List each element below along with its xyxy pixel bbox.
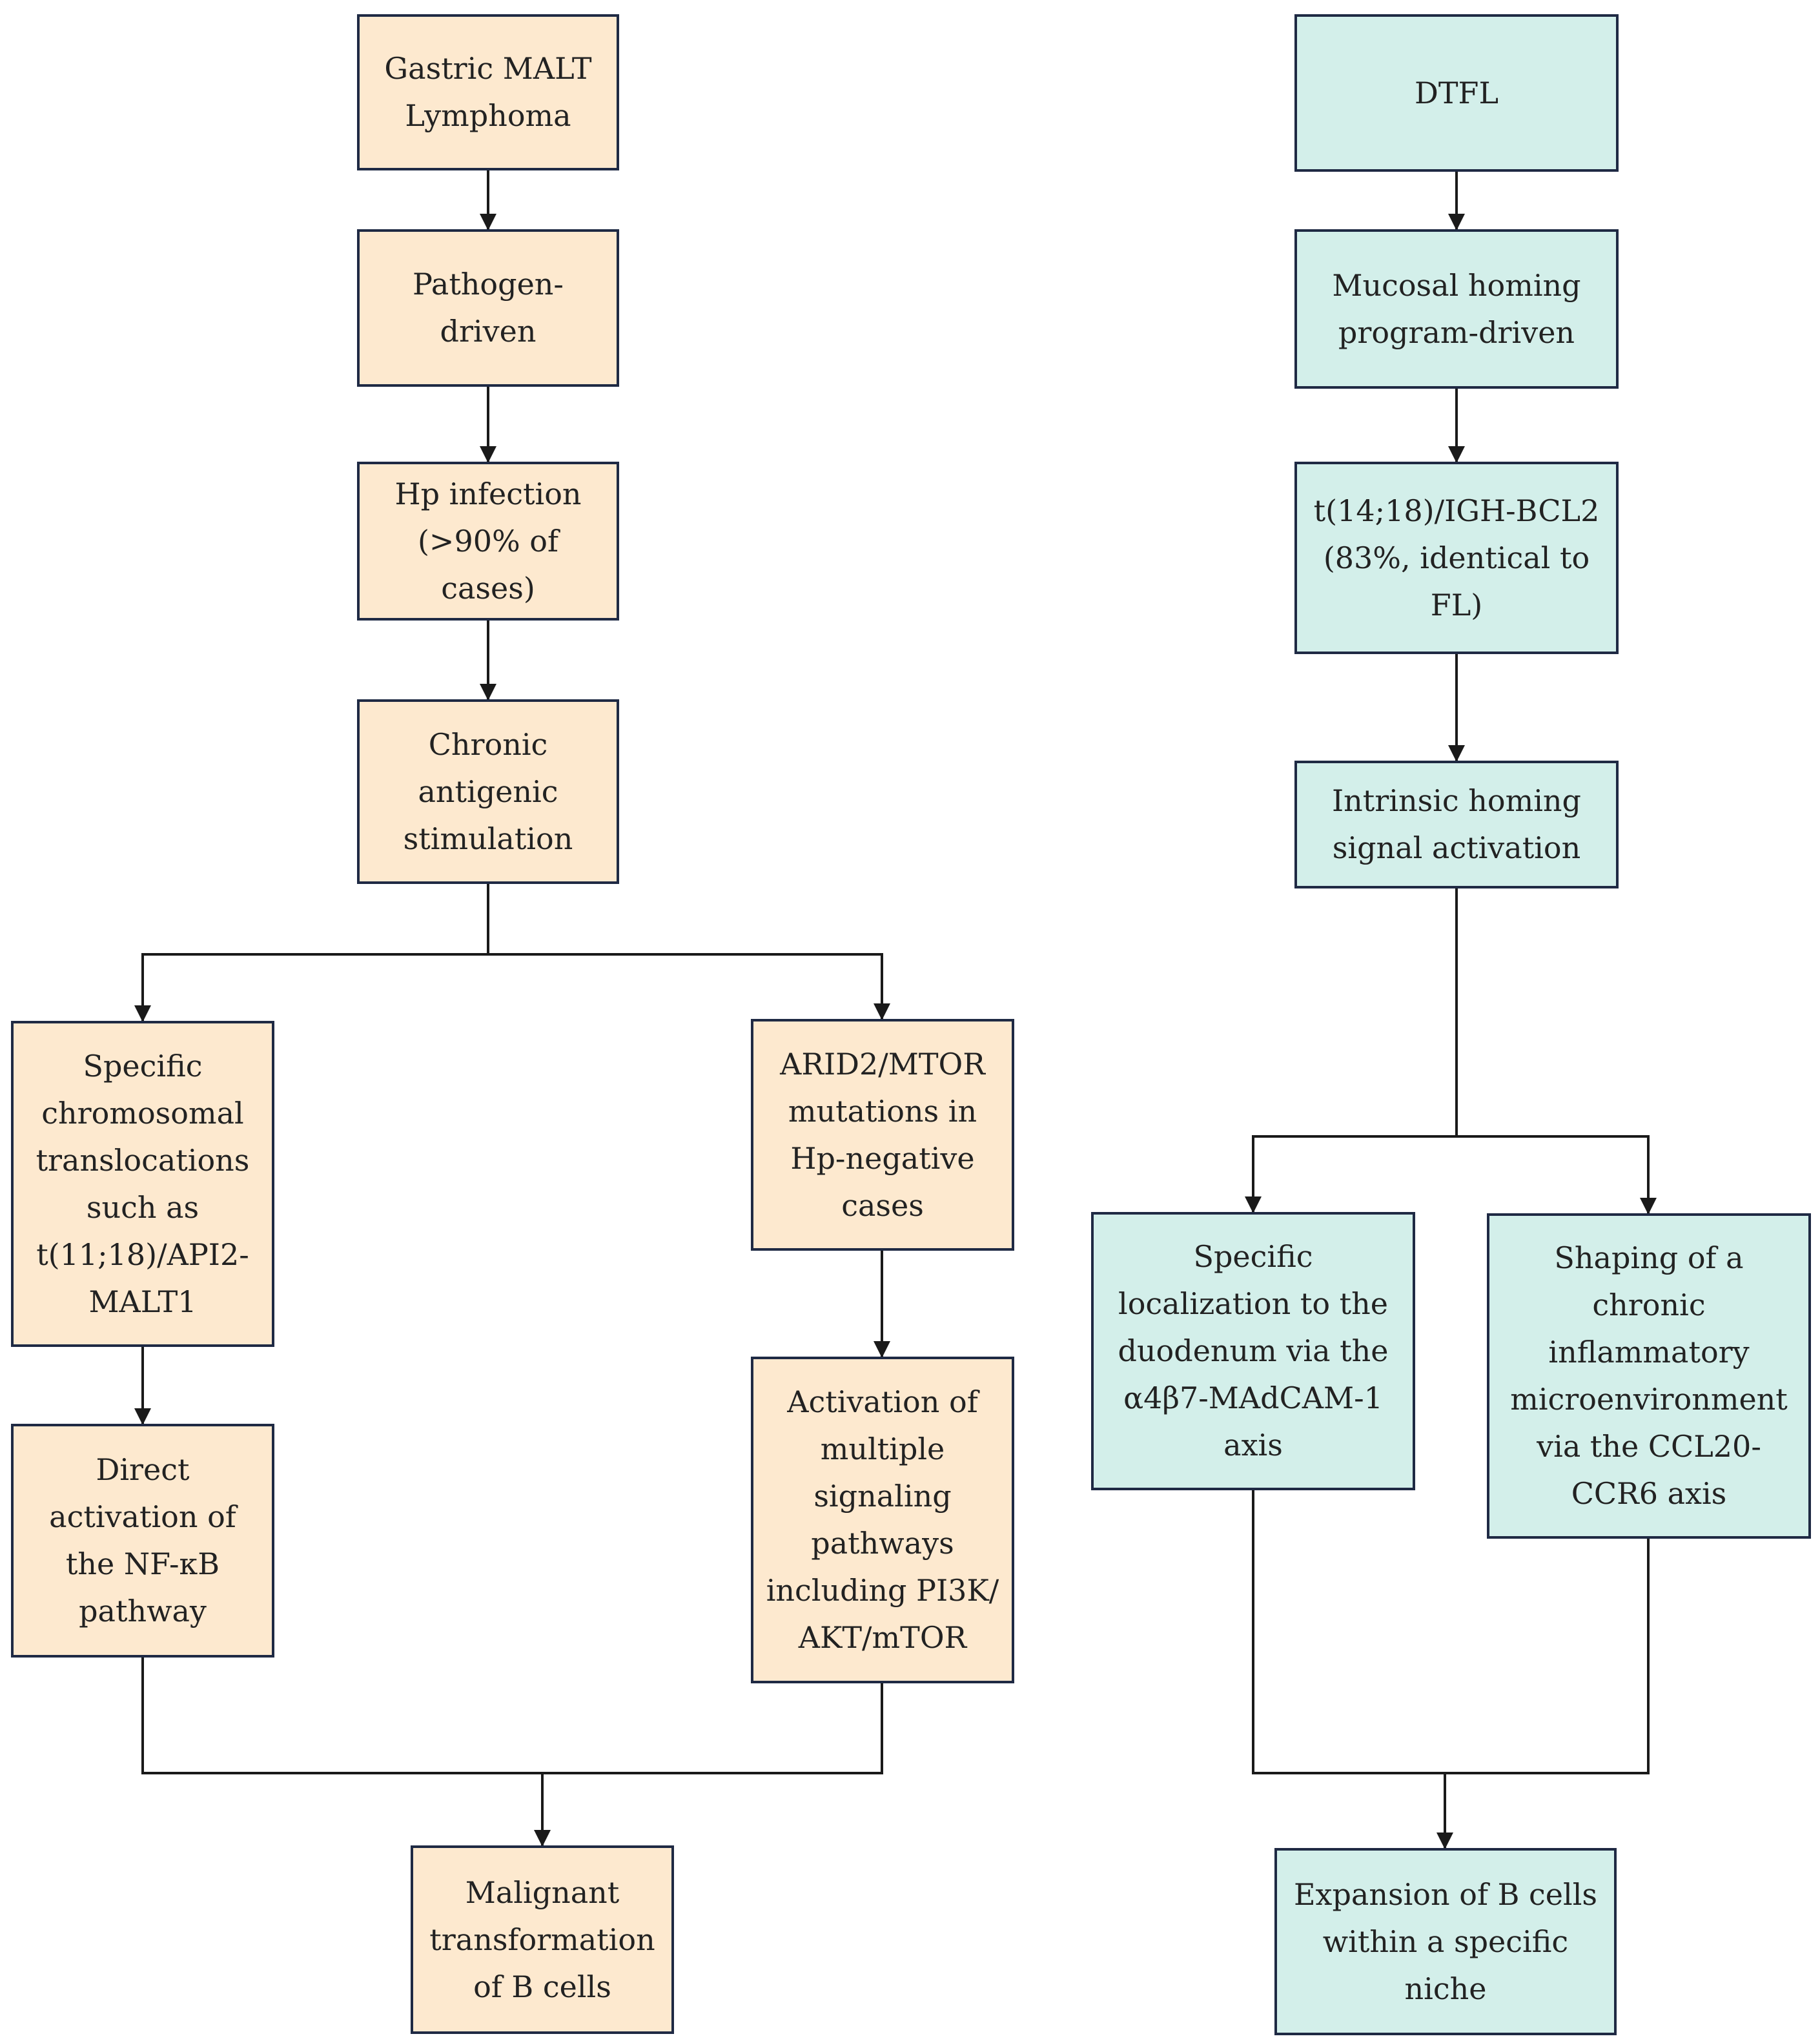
node-inflammatory-microenvironment: Shaping of a chronic inflammatory microe… bbox=[1487, 1213, 1811, 1539]
node-mucosal-homing-label: Mucosal homing program-driven bbox=[1332, 267, 1581, 350]
node-malignant-transformation: Malignant transformation of B cells bbox=[411, 1845, 674, 2034]
node-intrinsic-homing-signal-label: Intrinsic homing signal activation bbox=[1331, 783, 1582, 865]
node-pathogen-driven-label: Pathogen- driven bbox=[413, 267, 564, 349]
arrow-intrinsic-to-shaping bbox=[1457, 1135, 1657, 1215]
node-chronic-antigenic-stimulation-label: Chronic antigenic stimulation bbox=[403, 726, 573, 856]
node-gastric-malt-lymphoma-label: Gastric MALT Lymphoma bbox=[384, 51, 592, 133]
arrow-intrinsic-to-localization bbox=[1245, 1135, 1457, 1213]
node-intrinsic-homing-signal: Intrinsic homing signal activation bbox=[1294, 761, 1619, 888]
node-nfkb-activation-label: Direct activation of the NF-κB pathway bbox=[49, 1452, 236, 1628]
node-signaling-pathways: Activation of multiple signaling pathway… bbox=[751, 1357, 1014, 1683]
node-duodenum-localization-label: Specific localization to the duodenum vi… bbox=[1118, 1239, 1389, 1463]
node-chronic-antigenic-stimulation: Chronic antigenic stimulation bbox=[357, 699, 619, 884]
node-hp-infection-label: Hp infection (>90% of cases) bbox=[394, 476, 582, 606]
node-inflammatory-microenvironment-label: Shaping of a chronic inflammatory microe… bbox=[1510, 1240, 1788, 1511]
node-dtfl: DTFL bbox=[1294, 14, 1619, 172]
arrow-chronic-to-arid2 bbox=[488, 953, 890, 1020]
node-igh-bcl2: t(14;18)/IGH-BCL2 (83%, identical to FL) bbox=[1294, 462, 1619, 654]
node-signaling-pathways-label: Activation of multiple signaling pathway… bbox=[766, 1384, 999, 1655]
node-duodenum-localization: Specific localization to the duodenum vi… bbox=[1091, 1212, 1415, 1490]
node-chromosomal-translocations: Specific chromosomal translocations such… bbox=[11, 1021, 274, 1347]
node-nfkb-activation: Direct activation of the NF-κB pathway bbox=[11, 1424, 274, 1658]
node-gastric-malt-lymphoma: Gastric MALT Lymphoma bbox=[357, 14, 619, 170]
merge-nfkb bbox=[141, 1656, 883, 1774]
node-pathogen-driven: Pathogen- driven bbox=[357, 229, 619, 387]
node-arid2-mtor-mutations: ARID2/MTOR mutations in Hp-negative case… bbox=[751, 1019, 1014, 1251]
node-mucosal-homing: Mucosal homing program-driven bbox=[1294, 229, 1619, 389]
node-b-cell-expansion-label: Expansion of B cells within a specific n… bbox=[1293, 1876, 1598, 2006]
merge-localization-shaping bbox=[1252, 1489, 1650, 1774]
node-b-cell-expansion: Expansion of B cells within a specific n… bbox=[1274, 1848, 1617, 2035]
node-malignant-transformation-label: Malignant transformation of B cells bbox=[429, 1874, 655, 2004]
node-igh-bcl2-label: t(14;18)/IGH-BCL2 (83%, identical to FL) bbox=[1313, 493, 1600, 622]
node-dtfl-label: DTFL bbox=[1414, 75, 1499, 110]
node-hp-infection: Hp infection (>90% of cases) bbox=[357, 462, 619, 621]
node-arid2-mtor-mutations-label: ARID2/MTOR mutations in Hp-negative case… bbox=[780, 1046, 985, 1223]
node-chromosomal-translocations-label: Specific chromosomal translocations such… bbox=[36, 1048, 250, 1319]
arrow-chronic-to-translocations bbox=[134, 953, 488, 1022]
